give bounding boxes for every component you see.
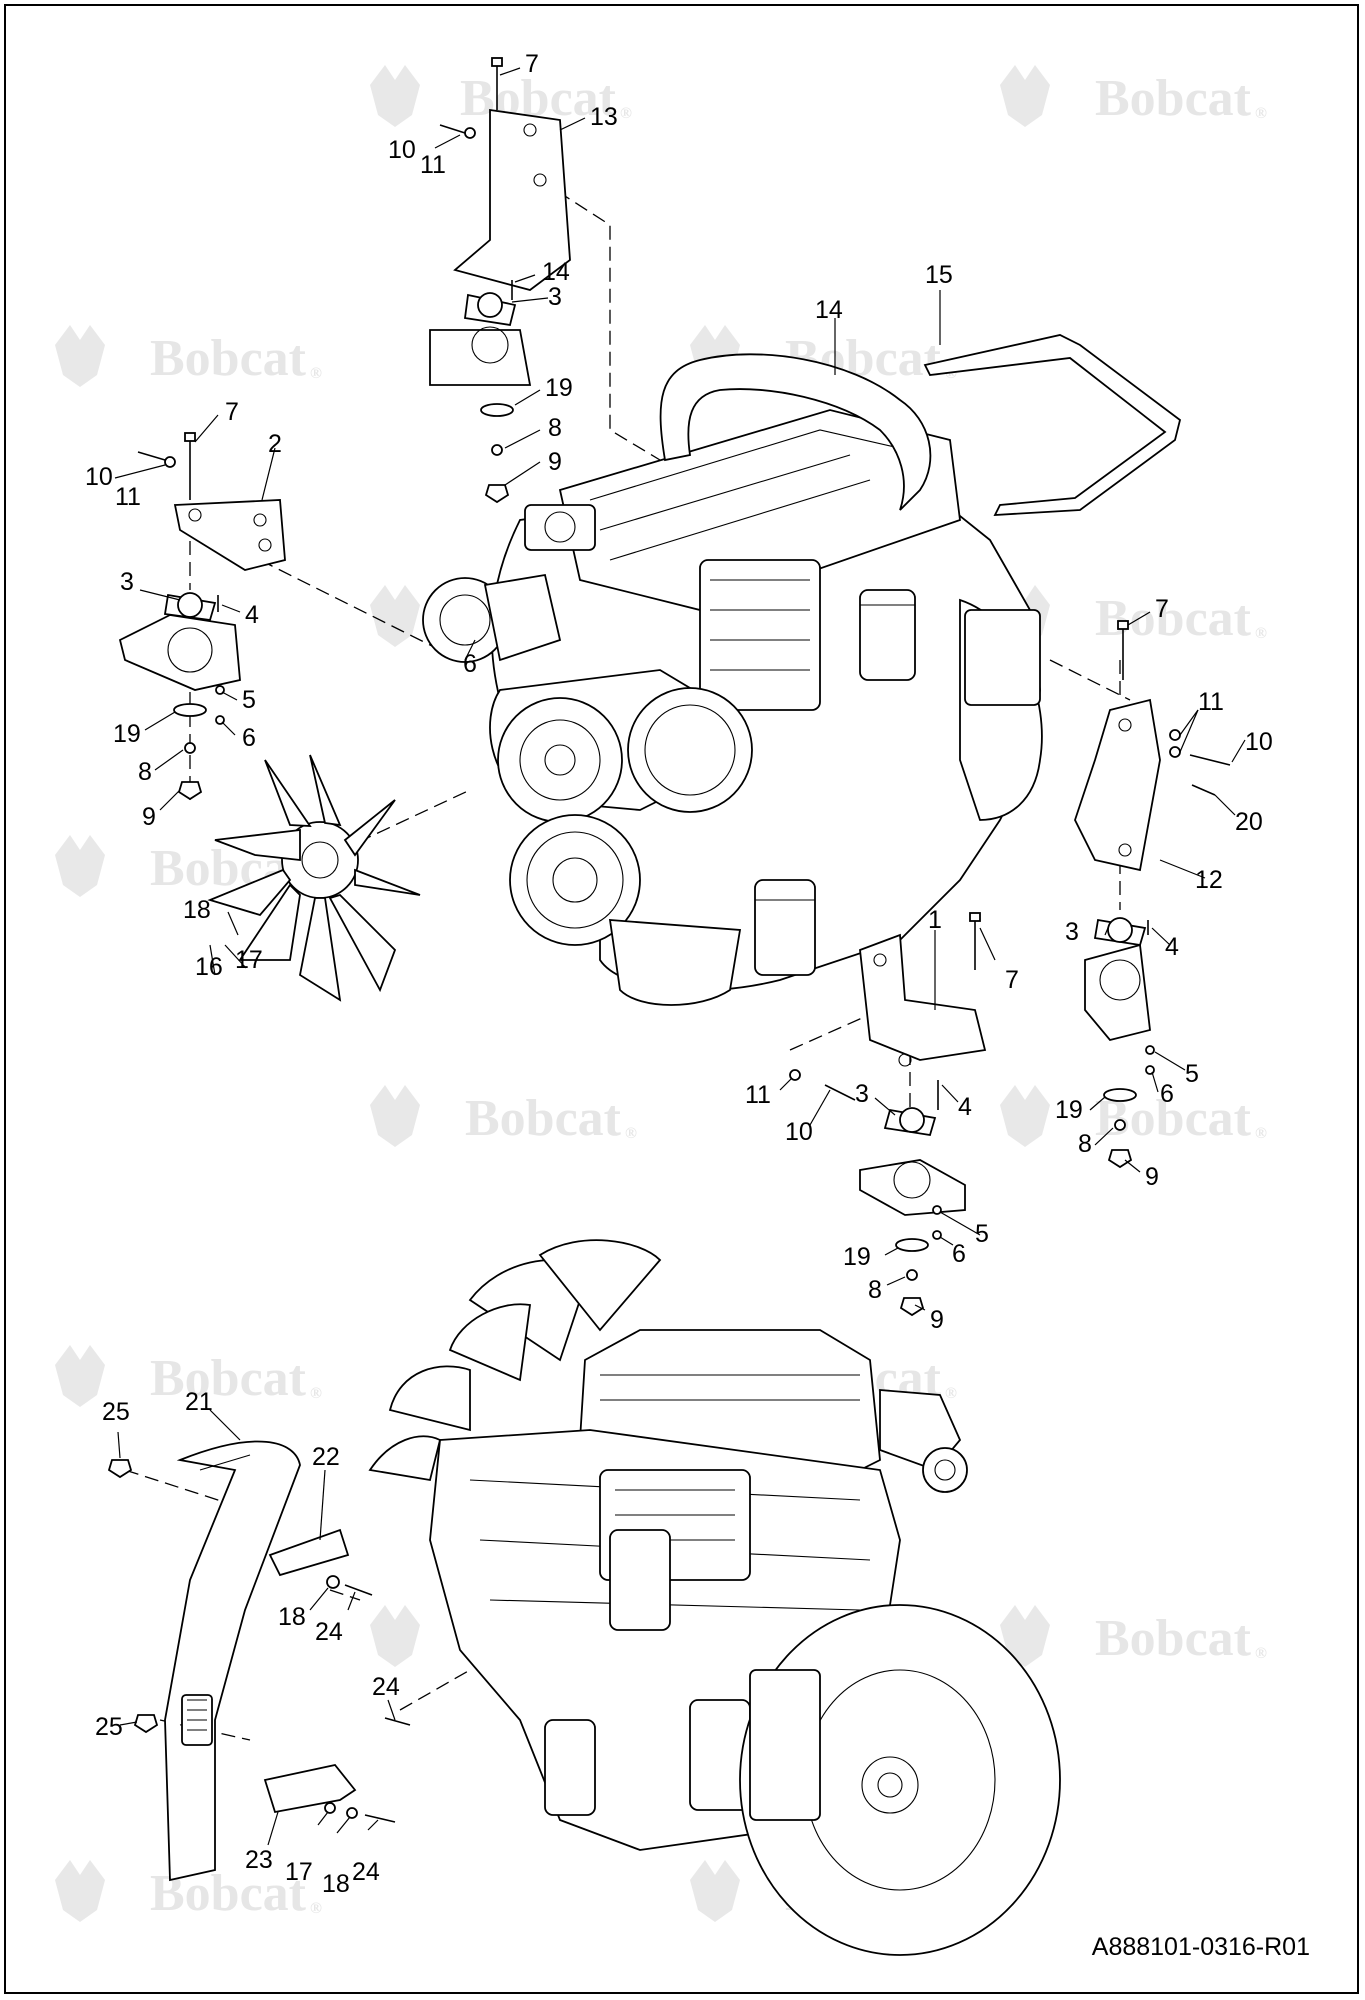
leader-lines bbox=[114, 67, 1246, 1846]
callout-8: 8 bbox=[138, 758, 152, 786]
svg-text:®: ® bbox=[310, 365, 322, 382]
watermark: Bobcat ® bbox=[55, 1345, 322, 1407]
callout-2: 2 bbox=[268, 430, 282, 458]
watermark: Bobcat ® bbox=[370, 1085, 637, 1147]
callout-1: 1 bbox=[928, 906, 942, 934]
callout-7: 7 bbox=[1005, 966, 1019, 994]
svg-text:Bobcat: Bobcat bbox=[1095, 70, 1252, 127]
svg-text:Bobcat: Bobcat bbox=[1095, 590, 1252, 647]
callout-10: 10 bbox=[785, 1118, 813, 1146]
callout-24: 24 bbox=[315, 1618, 343, 1646]
callout-5: 5 bbox=[1185, 1060, 1199, 1088]
callout-4: 4 bbox=[958, 1093, 972, 1121]
callout-17: 17 bbox=[285, 1858, 313, 1886]
callout-22: 22 bbox=[312, 1443, 340, 1471]
svg-text:®: ® bbox=[620, 105, 632, 122]
watermark: Bobcat ® bbox=[55, 325, 322, 387]
callout-24: 24 bbox=[352, 1858, 380, 1886]
watermark: Bobcat ® bbox=[1000, 65, 1267, 127]
callout-11: 11 bbox=[115, 483, 141, 511]
callout-11: 11 bbox=[1198, 688, 1224, 716]
callout-8: 8 bbox=[1078, 1130, 1092, 1158]
callout-24: 24 bbox=[372, 1673, 400, 1701]
svg-text:®: ® bbox=[945, 1385, 957, 1402]
svg-text:®: ® bbox=[1255, 1125, 1267, 1142]
callout-10: 10 bbox=[85, 463, 113, 491]
svg-text:®: ® bbox=[1255, 1645, 1267, 1662]
cooling-fan bbox=[207, 754, 421, 1002]
callout-18: 18 bbox=[183, 896, 211, 924]
svg-text:®: ® bbox=[1255, 625, 1267, 642]
callout-9: 9 bbox=[1145, 1163, 1159, 1191]
callout-10: 10 bbox=[388, 136, 416, 164]
watermark: Bobcat ® bbox=[1000, 1605, 1267, 1667]
callout-5: 5 bbox=[242, 686, 256, 714]
callout-9: 9 bbox=[930, 1306, 944, 1334]
callout-19: 19 bbox=[113, 720, 141, 748]
callout-4: 4 bbox=[245, 601, 259, 629]
callout-6: 6 bbox=[463, 650, 477, 678]
callout-12: 12 bbox=[1195, 866, 1223, 894]
callout-19: 19 bbox=[545, 374, 573, 402]
callout-18: 18 bbox=[322, 1870, 350, 1898]
bracket-2-assembly bbox=[118, 432, 286, 801]
bracket-12-assembly bbox=[1074, 620, 1231, 1169]
pipe-15 bbox=[923, 334, 1182, 516]
callout-8: 8 bbox=[868, 1276, 882, 1304]
svg-text:Bobcat: Bobcat bbox=[465, 1090, 622, 1147]
callout-19: 19 bbox=[1055, 1096, 1083, 1124]
callout-25: 25 bbox=[102, 1398, 130, 1426]
callout-18: 18 bbox=[278, 1603, 306, 1631]
svg-text:Bobcat: Bobcat bbox=[150, 1350, 307, 1407]
diagram-frame bbox=[4, 4, 1359, 1994]
callout-3: 3 bbox=[548, 283, 562, 311]
svg-text:®: ® bbox=[625, 1125, 637, 1142]
engine-assembly-lower bbox=[368, 1239, 1061, 1956]
callout-3: 3 bbox=[855, 1080, 869, 1108]
callout-13: 13 bbox=[590, 103, 618, 131]
callout-4: 4 bbox=[1165, 933, 1179, 961]
callout-16: 16 bbox=[195, 953, 223, 981]
callout-14: 14 bbox=[542, 258, 570, 286]
callout-6: 6 bbox=[952, 1240, 966, 1268]
callout-5: 5 bbox=[975, 1220, 989, 1248]
callout-6: 6 bbox=[242, 724, 256, 752]
watermark: Bobcat ® bbox=[370, 65, 632, 127]
engine-assembly-upper bbox=[422, 353, 1043, 1006]
callout-9: 9 bbox=[548, 448, 562, 476]
callout-10: 10 bbox=[1245, 728, 1273, 756]
figure-reference-code: A888101-0316-R01 bbox=[1092, 1933, 1310, 1961]
callout-14: 14 bbox=[815, 296, 843, 324]
callout-7: 7 bbox=[225, 398, 239, 426]
svg-text:Bobcat: Bobcat bbox=[1095, 1610, 1252, 1667]
callout-8: 8 bbox=[548, 414, 562, 442]
callout-3: 3 bbox=[1065, 918, 1079, 946]
callout-20: 20 bbox=[1235, 808, 1263, 836]
callout-6: 6 bbox=[1160, 1080, 1174, 1108]
svg-text:®: ® bbox=[1255, 105, 1267, 122]
callout-labels: 7 13 10 11 14 3 15 14 19 8 9 7 2 10 11 3… bbox=[85, 50, 1273, 1898]
callout-17: 17 bbox=[235, 946, 263, 974]
callout-3: 3 bbox=[120, 568, 134, 596]
callout-15: 15 bbox=[925, 261, 953, 289]
callout-7: 7 bbox=[1155, 595, 1169, 623]
callout-19: 19 bbox=[843, 1243, 871, 1271]
callout-21: 21 bbox=[185, 1388, 213, 1416]
callout-23: 23 bbox=[245, 1846, 273, 1874]
svg-text:®: ® bbox=[310, 1385, 322, 1402]
svg-text:Bobcat: Bobcat bbox=[150, 330, 307, 387]
callout-9: 9 bbox=[142, 803, 156, 831]
fan-shroud-assembly bbox=[107, 1440, 411, 1882]
bracket-1-assembly bbox=[789, 912, 987, 1317]
callout-11: 11 bbox=[745, 1081, 771, 1109]
callout-11: 11 bbox=[420, 151, 446, 179]
callout-7: 7 bbox=[525, 50, 539, 78]
svg-text:®: ® bbox=[310, 1900, 322, 1917]
callout-25: 25 bbox=[95, 1713, 123, 1741]
bracket-13-assembly bbox=[429, 57, 571, 504]
